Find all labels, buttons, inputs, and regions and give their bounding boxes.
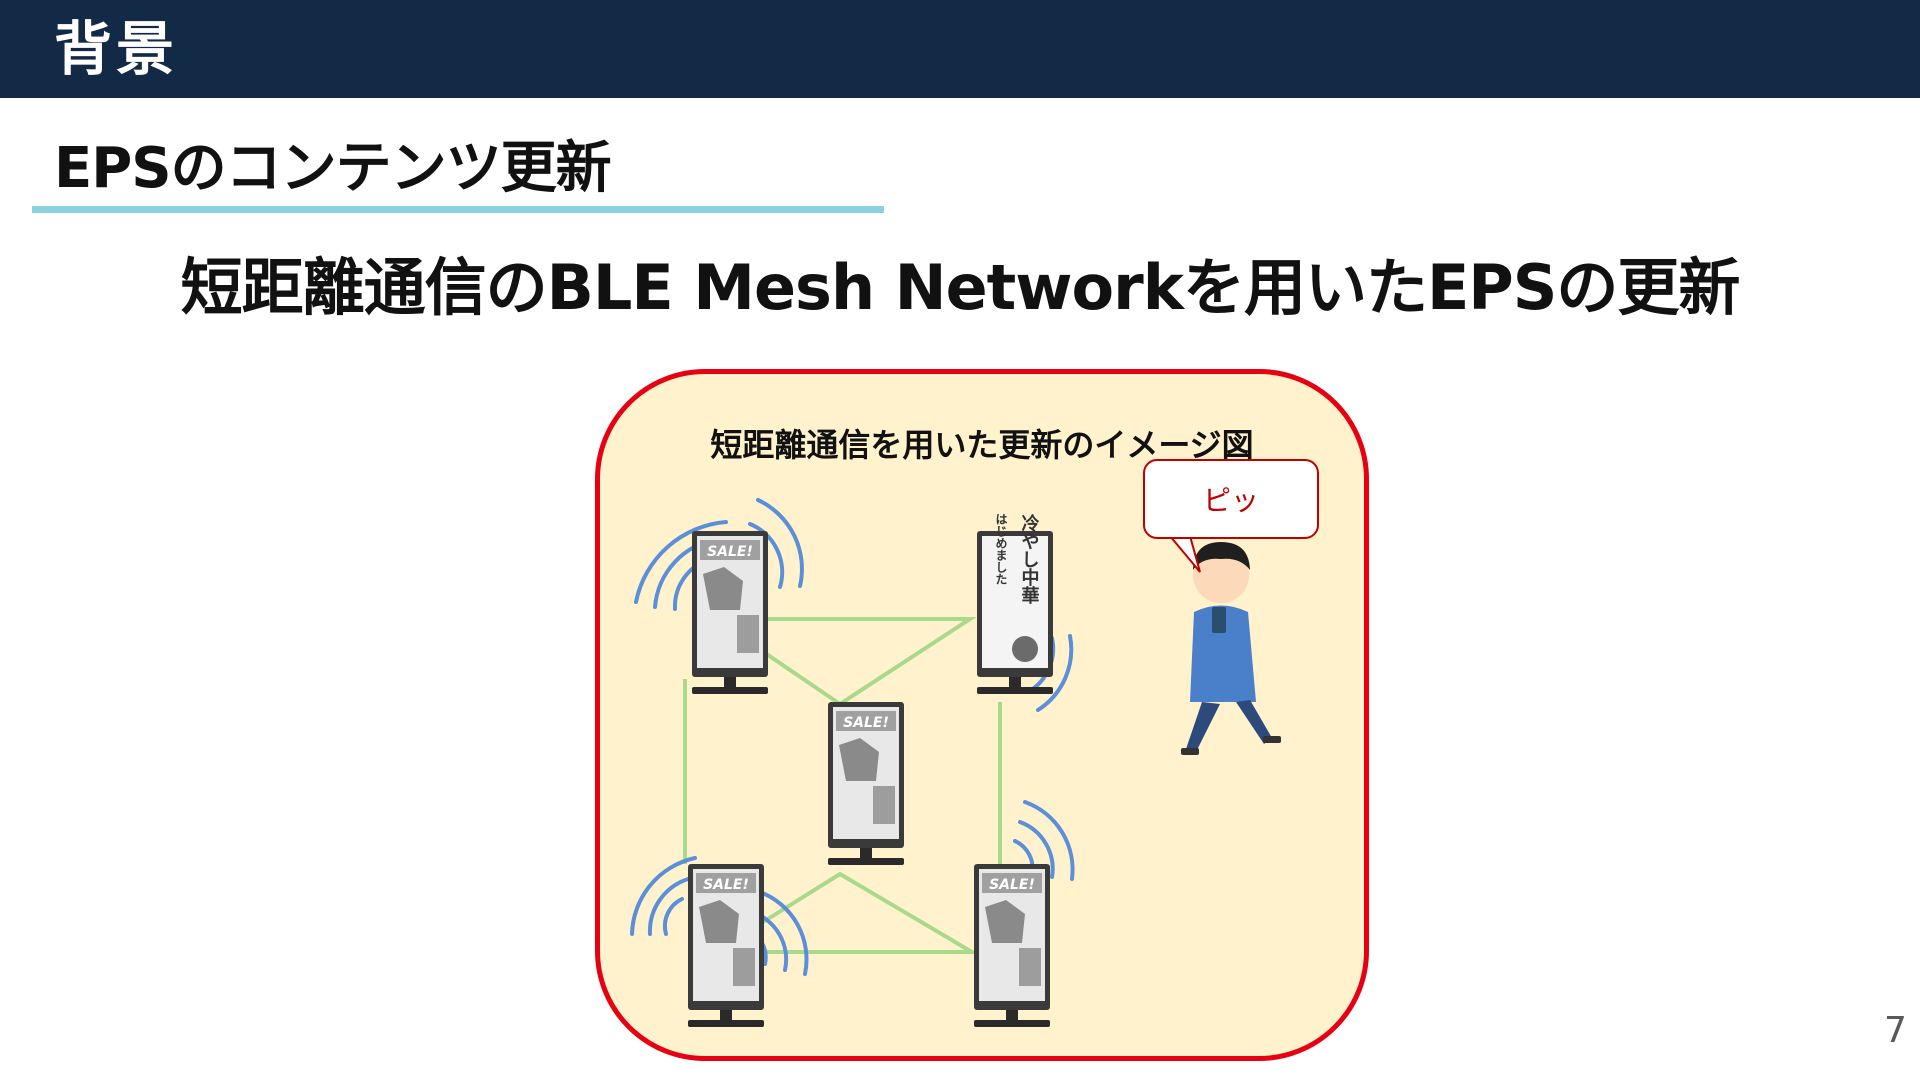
signal-wave-icon bbox=[634, 520, 728, 604]
signal-wave-icon bbox=[662, 897, 684, 936]
sale-label: SALE! bbox=[703, 877, 749, 893]
signal-wave-icon bbox=[1036, 634, 1074, 712]
mesh-link-bottom-triangle bbox=[708, 871, 980, 954]
signal-wave-icon bbox=[1018, 820, 1055, 879]
page-number: 7 bbox=[1884, 1010, 1907, 1051]
diagram-title: 短距離通信を用いた更新のイメージ図 bbox=[710, 426, 1254, 464]
digital-signage-top-right: 冷やし中華 はじめました bbox=[977, 513, 1053, 694]
mesh-link-top-triangle bbox=[708, 617, 977, 707]
section-title: EPSのコンテンツ更新 bbox=[54, 136, 612, 201]
bubble-tail bbox=[1167, 535, 1201, 573]
person-with-smartphone-icon bbox=[1181, 542, 1281, 755]
signal-wave-icon bbox=[756, 498, 804, 588]
sale-label: SALE! bbox=[843, 715, 889, 731]
signal-wave-icon bbox=[630, 856, 697, 936]
signal-wave-icon bbox=[647, 877, 690, 936]
sale-label: SALE! bbox=[707, 544, 753, 560]
mesh-links bbox=[683, 617, 1002, 954]
title-bar: 背景 bbox=[0, 0, 1920, 98]
signal-wave-icon bbox=[758, 890, 809, 976]
speech-bubble-text: ピッ bbox=[1202, 484, 1259, 517]
digital-signage-bottom-left: SALE! bbox=[688, 864, 764, 1027]
digital-signage-center: SALE! bbox=[828, 702, 904, 865]
headline: 短距離通信のBLE Mesh Networkを用いたEPSの更新 bbox=[180, 251, 1741, 324]
sale-label: SALE! bbox=[989, 877, 1035, 893]
menu-sign-line-2: はじめました bbox=[994, 513, 1008, 585]
signal-wave-icon bbox=[1023, 800, 1075, 881]
section-underline bbox=[32, 206, 884, 213]
speech-bubble: ピッ bbox=[1143, 459, 1319, 539]
digital-signage-bottom-right: SALE! bbox=[974, 864, 1050, 1027]
signal-wave-icon bbox=[748, 522, 785, 589]
menu-sign-line-1: 冷やし中華 bbox=[1019, 513, 1040, 604]
diagram-frame: 短距離通信を用いた更新のイメージ図 bbox=[595, 369, 1369, 1061]
digital-signage-top-left: SALE! bbox=[692, 531, 768, 694]
mesh-network-diagram: SALE! 冷やし中華 はじめました SALE! bbox=[630, 498, 1281, 1027]
slide-title: 背景 bbox=[54, 15, 179, 83]
